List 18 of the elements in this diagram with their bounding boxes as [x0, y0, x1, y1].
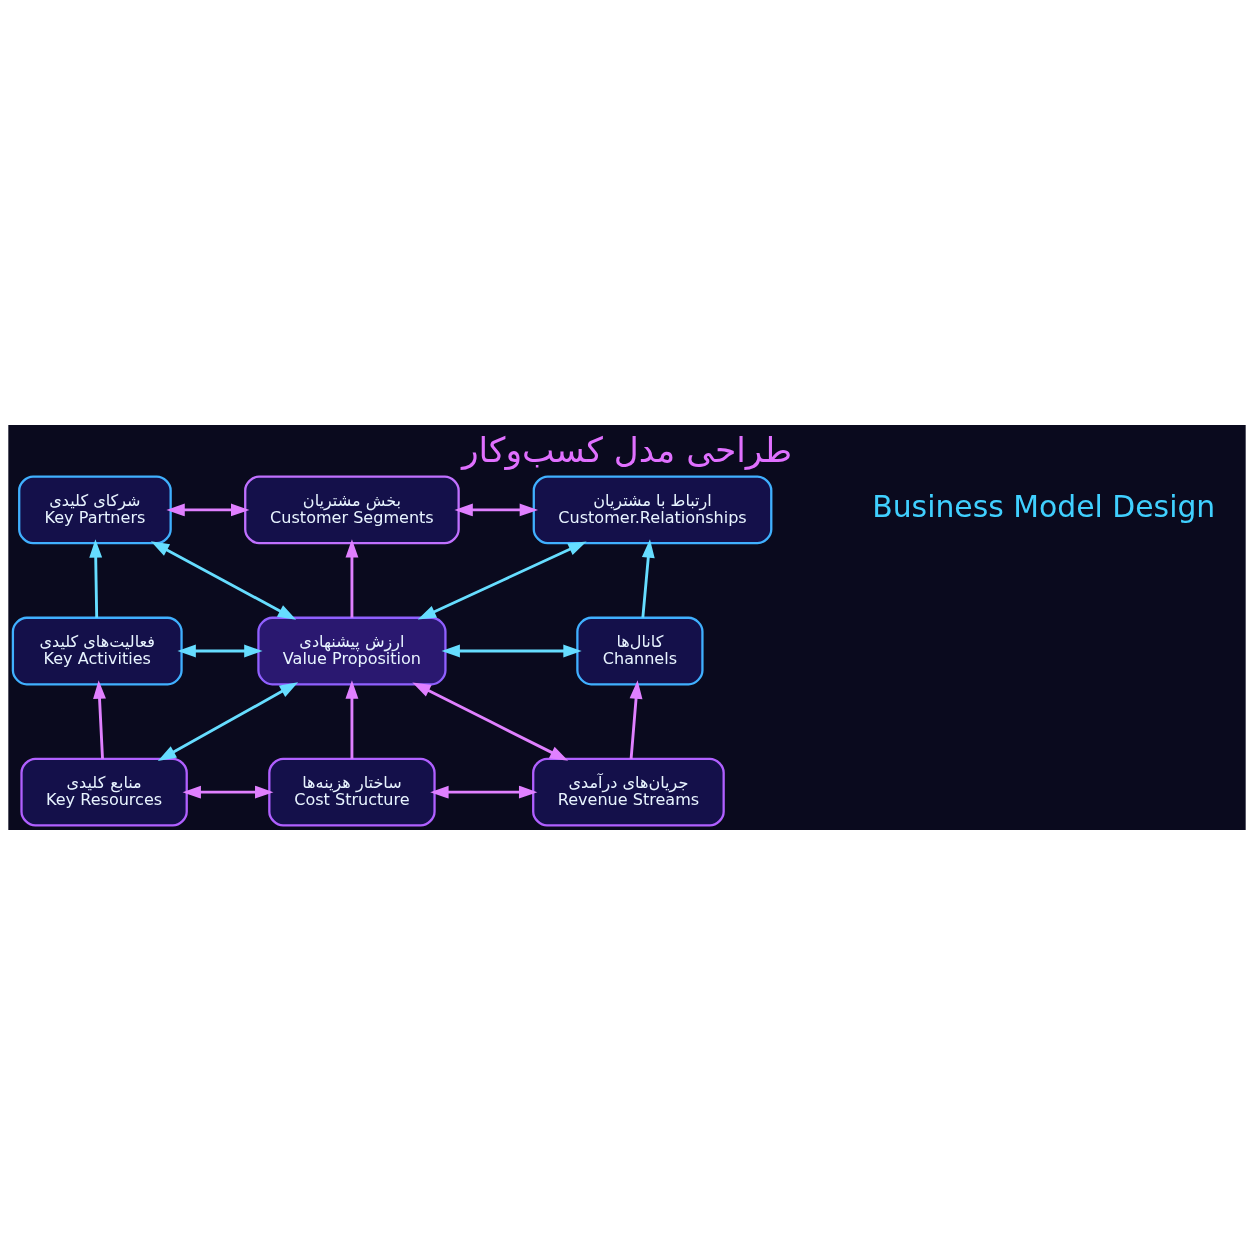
- label: Business Model Design: [872, 488, 1216, 524]
- arrow: [345, 538, 359, 618]
- arrow: [345, 679, 359, 759]
- arrow: [629, 679, 643, 759]
- arrow: [166, 502, 250, 516]
- arrow: [441, 644, 582, 657]
- arrow: [177, 644, 263, 657]
- arrow: [641, 538, 655, 618]
- arrow: [412, 681, 569, 761]
- arrow: [93, 679, 106, 759]
- arrow: [430, 785, 538, 799]
- diagram-title: طراحی مدل کسب‌وکار: [461, 429, 793, 470]
- arrow: [454, 502, 539, 516]
- arrow: [150, 540, 297, 620]
- arrow: [182, 785, 274, 799]
- arrow: [157, 681, 299, 761]
- arrow: [89, 538, 103, 618]
- arrow: [417, 541, 587, 619]
